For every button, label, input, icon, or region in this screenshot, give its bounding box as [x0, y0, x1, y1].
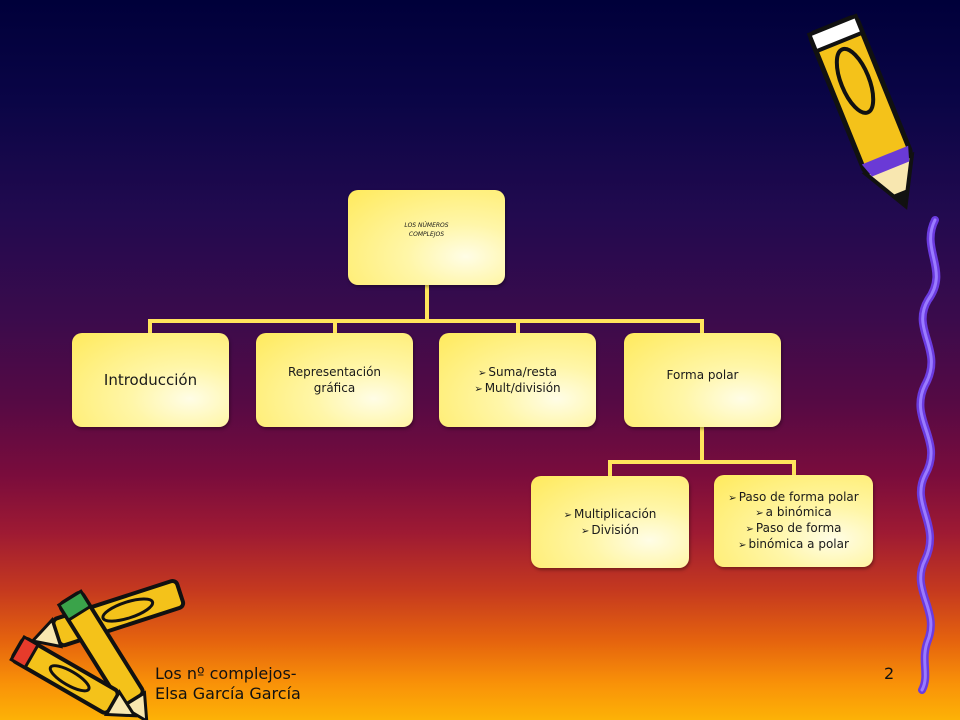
footer-line-2: Elsa García García	[155, 684, 301, 703]
bullet-item: ➢División	[581, 523, 639, 537]
connector-horizontal-level2	[608, 460, 796, 464]
connector-polar-down	[700, 426, 704, 462]
node-mult-div: ➢Multiplicación ➢División	[531, 476, 689, 568]
connector-horizontal-level1	[148, 319, 704, 323]
connector-drop-operaciones	[516, 319, 520, 333]
label-representacion-line-1: Representación	[287, 364, 382, 379]
label-forma-polar: Forma polar	[666, 367, 739, 382]
page-number: 2	[884, 664, 895, 683]
node-operaciones: ➢Suma/resta ➢Mult/división	[439, 333, 596, 427]
arrow-bullet-icon: ➢	[728, 492, 737, 504]
pencils-clipart-bottom-left	[9, 579, 186, 720]
footer-text: Los nº complejos- Elsa García García	[155, 664, 301, 704]
pencil-clipart-top-right	[806, 13, 915, 210]
arrow-bullet-icon: ➢	[581, 526, 590, 537]
node-forma-polar: Forma polar	[624, 333, 781, 427]
connector-drop-representacion	[333, 319, 337, 333]
squiggle-line-right	[916, 216, 941, 694]
connector-root-down	[425, 284, 429, 320]
connector-drop-paso	[792, 460, 796, 476]
footer-line-1: Los nº complejos-	[155, 664, 297, 683]
bullet-item: ➢Paso de forma polar	[728, 489, 859, 504]
arrow-bullet-icon: ➢	[563, 509, 572, 521]
label-representacion-line-2: gráfica	[313, 381, 356, 395]
root-node: LOS NÚMEROS COMPLEJOS	[348, 190, 505, 285]
bullet-item: ➢binómica a polar	[738, 536, 849, 551]
label-introduccion: Introducción	[103, 370, 198, 389]
bullet-item: ➢Paso de forma	[745, 521, 842, 535]
connector-drop-forma-polar	[700, 319, 704, 333]
node-introduccion: Introducción	[72, 333, 229, 427]
bullet-item: ➢Suma/resta	[477, 364, 558, 379]
connector-drop-mult-div	[608, 460, 612, 476]
arrow-bullet-icon: ➢	[477, 367, 487, 379]
node-representacion: Representación gráfica	[256, 333, 413, 427]
root-label-line-2: COMPLEJOS	[408, 230, 445, 238]
arrow-bullet-icon: ➢	[738, 539, 747, 551]
arrow-bullet-icon: ➢	[474, 384, 483, 395]
connector-drop-introduccion	[148, 319, 152, 333]
arrow-bullet-icon: ➢	[755, 508, 764, 520]
node-paso: ➢Paso de forma polar ➢a binómica ➢Paso d…	[714, 475, 873, 567]
bullet-item: ➢a binómica	[755, 505, 832, 520]
bullet-item: ➢Multiplicación	[563, 506, 657, 521]
arrow-bullet-icon: ➢	[745, 524, 754, 535]
root-label-line-1: LOS NÚMEROS	[404, 222, 449, 230]
bullet-item: ➢Mult/división	[474, 381, 561, 395]
